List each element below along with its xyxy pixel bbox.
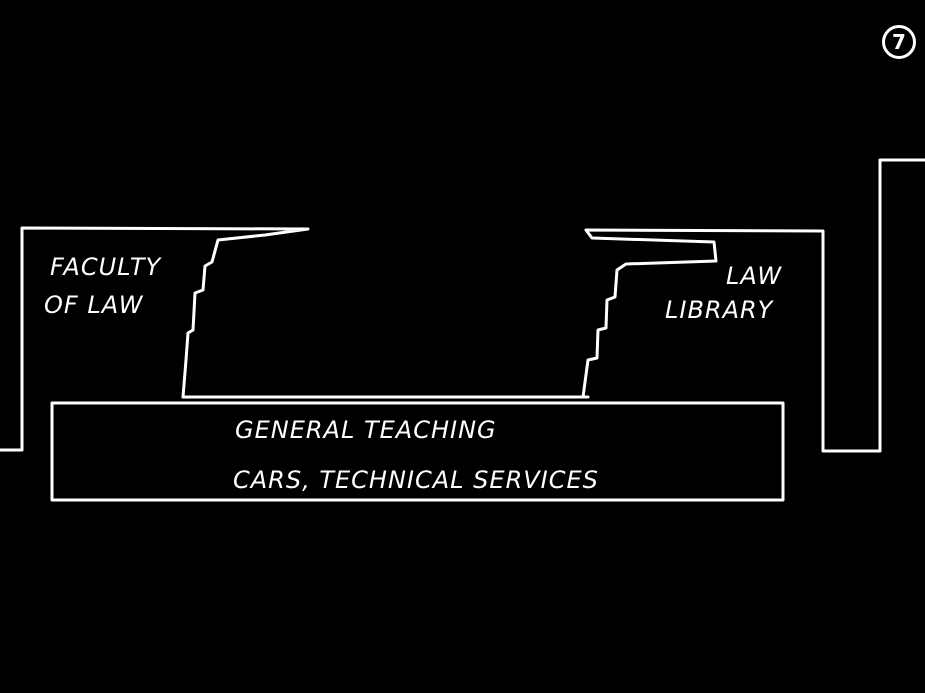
faculty-label-line1: FACULTY	[50, 253, 162, 281]
faculty-label-line2: OF LAW	[44, 291, 144, 319]
podium-label-line1: GENERAL TEACHING	[235, 416, 497, 444]
law-library-outline	[581, 158, 925, 453]
library-label-line2: LIBRARY	[665, 296, 774, 324]
page-number-badge: 7	[882, 25, 916, 59]
podium-block-outline	[50, 401, 785, 502]
podium-label-line2: CARS, TECHNICAL SERVICES	[233, 466, 599, 494]
library-label-line1: LAW	[726, 262, 783, 290]
faculty-of-law-outline	[0, 226, 590, 452]
